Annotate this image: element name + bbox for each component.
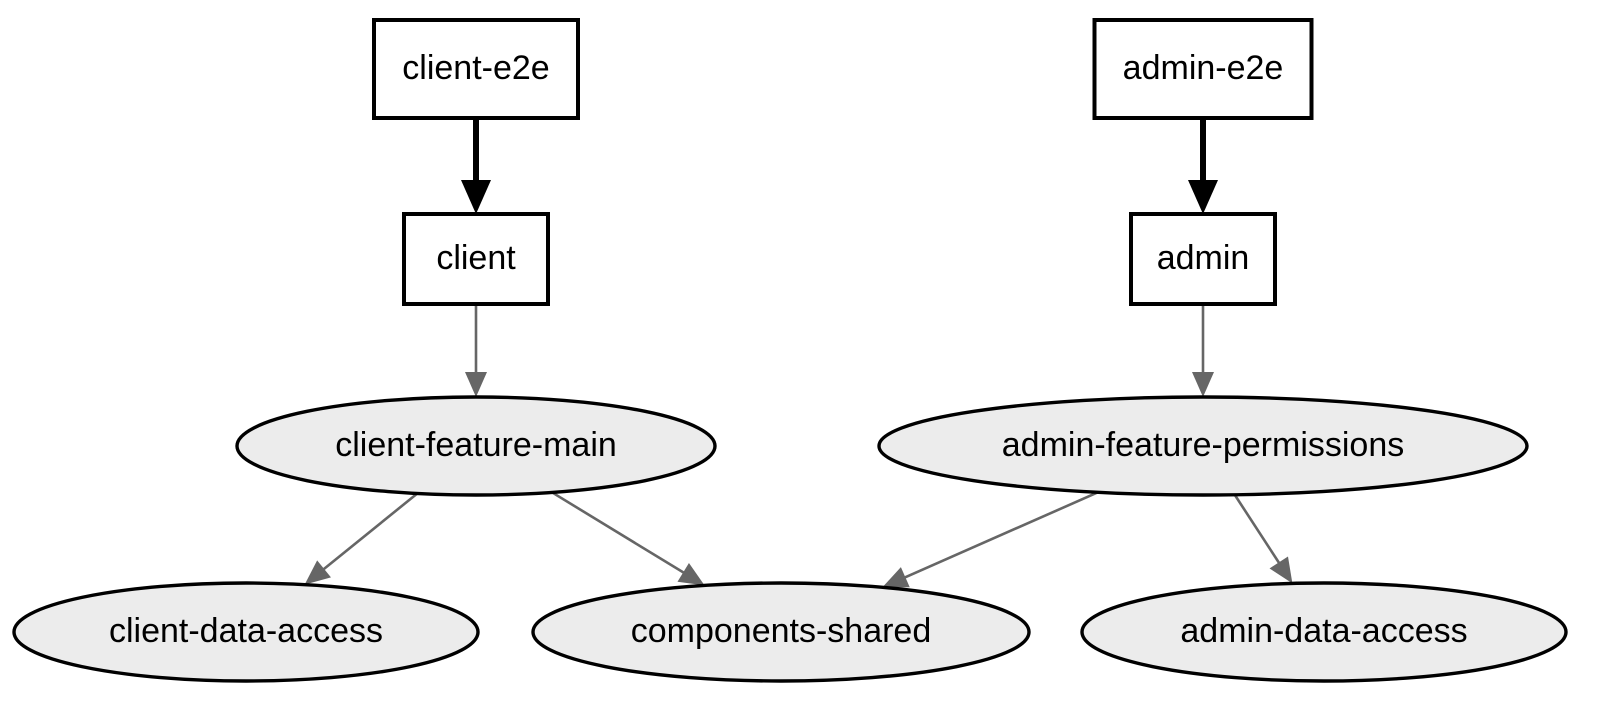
edge-admin-feature-permissions-to-components-shared[interactable]: [882, 491, 1099, 588]
edge-client-to-client-feature-main[interactable]: [465, 304, 487, 397]
edges-layer: [304, 118, 1293, 588]
node-client[interactable]: client: [402, 212, 550, 306]
edge-admin-feature-permissions-to-admin-data-access[interactable]: [1233, 494, 1293, 584]
node-admin-feature-permissions[interactable]: admin-feature-permissions: [877, 395, 1529, 497]
edge-admin-to-admin-feature-permissions[interactable]: [1192, 304, 1214, 397]
node-client-data-access[interactable]: client-data-access: [12, 581, 480, 683]
node-client-feature-main[interactable]: client-feature-main: [235, 395, 717, 497]
edge-admin-e2e-to-admin[interactable]: [1188, 118, 1218, 214]
edge-client-e2e-to-client[interactable]: [461, 118, 491, 214]
node-admin[interactable]: admin: [1129, 212, 1277, 306]
edge-client-feature-main-to-client-data-access[interactable]: [304, 492, 419, 585]
node-components-shared[interactable]: components-shared: [531, 581, 1031, 683]
node-client-e2e[interactable]: client-e2e: [372, 18, 580, 120]
edge-client-feature-main-to-components-shared[interactable]: [551, 491, 705, 586]
nodes-layer: client-e2e admin-e2e client admin client-fea…: [12, 18, 1568, 683]
node-admin-e2e[interactable]: admin-e2e: [1092, 18, 1314, 120]
node-admin-data-access[interactable]: admin-data-access: [1080, 581, 1568, 683]
